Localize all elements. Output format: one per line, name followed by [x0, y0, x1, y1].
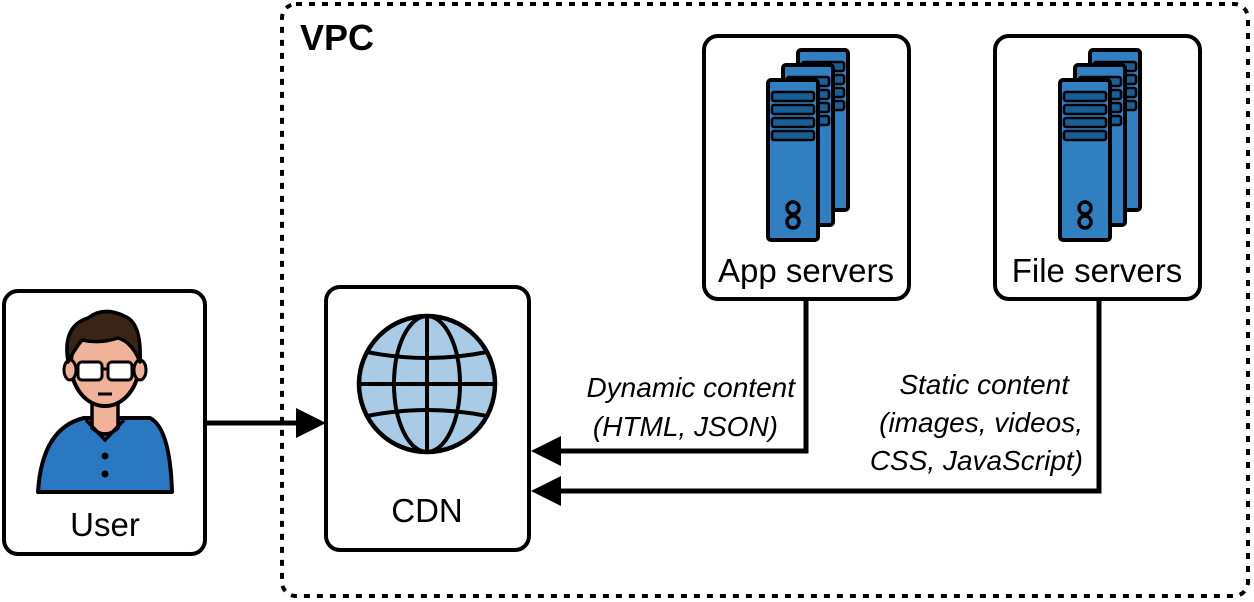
- app-servers-node: App servers: [702, 34, 911, 301]
- app-server-stack-icon: [768, 50, 848, 240]
- vpc-boundary: [280, 2, 1250, 598]
- cdn-node: CDN: [324, 285, 531, 552]
- file-server-stack-icon: [1060, 50, 1140, 240]
- cdn-label: CDN: [391, 492, 463, 529]
- file-servers-node: File servers: [993, 34, 1202, 301]
- static-content-line1: Static content: [899, 369, 1070, 400]
- user-avatar-icon: [36, 309, 174, 494]
- globe-icon: [356, 313, 498, 455]
- static-content-line3: CSS, JavaScript): [870, 445, 1083, 476]
- dynamic-content-line1: Dynamic content: [586, 372, 796, 403]
- user-label: User: [70, 506, 140, 543]
- static-content-line2: (images, videos,: [879, 407, 1083, 438]
- dynamic-content-line2: (HTML, JSON): [593, 411, 778, 442]
- app-servers-label: App servers: [718, 252, 894, 289]
- user-node: User: [2, 289, 207, 556]
- file-servers-label: File servers: [1012, 252, 1183, 289]
- vpc-label: VPC: [300, 17, 374, 58]
- app-to-cdn-arrow: [531, 299, 809, 466]
- static-content-label: Static content (images, videos, CSS, Jav…: [870, 369, 1083, 476]
- dynamic-content-label: Dynamic content (HTML, JSON): [586, 372, 796, 442]
- file-to-cdn-arrow: [531, 299, 1102, 506]
- user-to-cdn-arrow: [205, 408, 326, 438]
